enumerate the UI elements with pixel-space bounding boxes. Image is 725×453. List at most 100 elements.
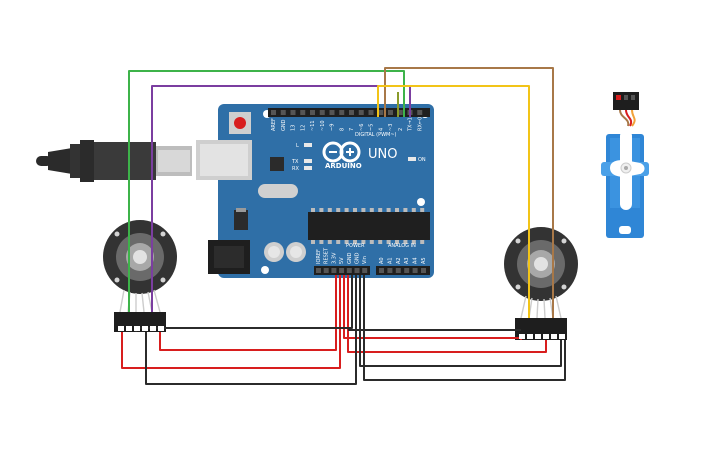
digital-pin-socket[interactable] [280,110,286,115]
led-label-l: L [296,143,299,149]
rotary-encoder-left[interactable] [103,220,177,332]
led-rx [304,166,312,170]
chip-pin [311,240,315,244]
digital-pin-label: 4 [378,128,384,131]
chip-pin [327,208,332,212]
chip-pin [369,240,374,244]
chip-pin [378,208,383,212]
digital-pin-socket[interactable] [388,110,393,115]
power-pin-socket[interactable] [323,268,329,273]
digital-pin-label: 7 [349,128,355,131]
analog-pin-socket[interactable] [379,268,384,273]
rotary-encoder-right[interactable] [504,227,578,340]
wire-black-gnd-right-2[interactable] [363,275,566,381]
power-pin-label: IOREF [316,249,322,264]
wire-yellow[interactable] [377,85,530,318]
wire-red-5v-left[interactable] [159,275,337,351]
digital-pin-label: 8 [339,128,345,131]
digital-header-label: DIGITAL (PWM~) [355,132,397,138]
analog-pin-socket[interactable] [387,268,393,273]
wire-brown[interactable] [384,67,554,318]
analog-header [376,266,430,275]
chip-pin [311,208,315,212]
chip-pin [395,208,399,212]
wire-black-gnd-right[interactable] [359,275,562,367]
digital-pin-socket[interactable] [417,110,423,115]
chip-pin [336,208,341,212]
digital-pin-socket[interactable] [339,110,345,115]
digital-pin-label: 12 [300,125,306,131]
wires [121,67,566,385]
wire-red-vcc-right[interactable] [347,275,547,353]
power-pin-socket[interactable] [339,268,345,273]
digital-pin-label: ~6 [359,124,365,131]
voltage-regulator [234,210,248,230]
digital-pin-socket[interactable] [290,110,296,115]
digital-pin-label: ~11 [310,120,316,131]
digital-pin-socket[interactable] [310,110,315,115]
digital-pin-socket[interactable] [300,110,306,115]
chip-pin [411,208,416,212]
chip-pin [420,208,425,212]
analog-pin-socket[interactable] [404,268,410,273]
chip-pin [327,240,332,244]
analog-pin-label: A1 [387,257,393,264]
digital-pin-label: ~5 [369,124,375,131]
wire-green[interactable] [128,70,405,312]
digital-pin-label: TX→1 [408,117,414,132]
analog-pin-socket[interactable] [421,268,426,273]
usb-chip [270,157,284,171]
wire-black-gnd-left[interactable] [135,275,353,332]
analog-pin-label: A5 [421,257,427,264]
digital-pin-socket[interactable] [397,110,403,115]
digital-pin-socket[interactable] [349,110,354,115]
wire-red-vcc-left[interactable] [121,275,341,369]
led-l [304,143,312,147]
power-pin-label: RESET [324,247,330,264]
arduino-logo-text: ARDUINO [325,162,362,170]
digital-pin-socket[interactable] [329,110,335,115]
analog-pin-label: A4 [413,257,419,264]
analog-pin-socket[interactable] [395,268,401,273]
chip-pin [420,240,425,244]
led-label-rx: RX [292,166,299,172]
power-pin-socket[interactable] [331,268,337,273]
analog-pin-socket[interactable] [412,268,418,273]
chip-pin [403,208,408,212]
chip-pin [403,240,408,244]
digital-pin-label: GND [281,119,287,131]
wire-purple[interactable] [151,85,411,312]
power-pin-label: GND [347,252,353,264]
power-pin-socket[interactable] [362,268,368,273]
servo-motor[interactable] [601,92,649,238]
connector-pins [118,326,565,339]
board-model: UNO [368,147,397,162]
power-pin-socket[interactable] [346,268,352,273]
analog-pin-label: A3 [404,257,410,264]
chip-pin [319,240,324,244]
digital-pin-socket[interactable] [368,110,374,115]
chip-pin [369,208,374,212]
chip-pin [344,240,349,244]
digital-pin-socket[interactable] [271,110,276,115]
digital-pin-label: AREF [271,118,277,131]
digital-pin-socket[interactable] [319,110,325,115]
chip-pin [344,208,349,212]
chip-pin [353,208,357,212]
chip-pin [411,240,416,244]
power-pin-socket[interactable] [354,268,360,273]
chip-pin [361,208,366,212]
servo-connector [613,92,639,110]
digital-pin-socket[interactable] [378,110,384,115]
chip-pin [386,240,391,244]
digital-pin-socket[interactable] [358,110,364,115]
chip-pin [361,240,366,244]
digital-pin-label: 13 [291,125,297,131]
digital-pin-label: RX←0 [417,117,423,131]
chip-pin [395,240,399,244]
led-tx [304,159,312,163]
power-pin-socket[interactable] [316,268,321,273]
